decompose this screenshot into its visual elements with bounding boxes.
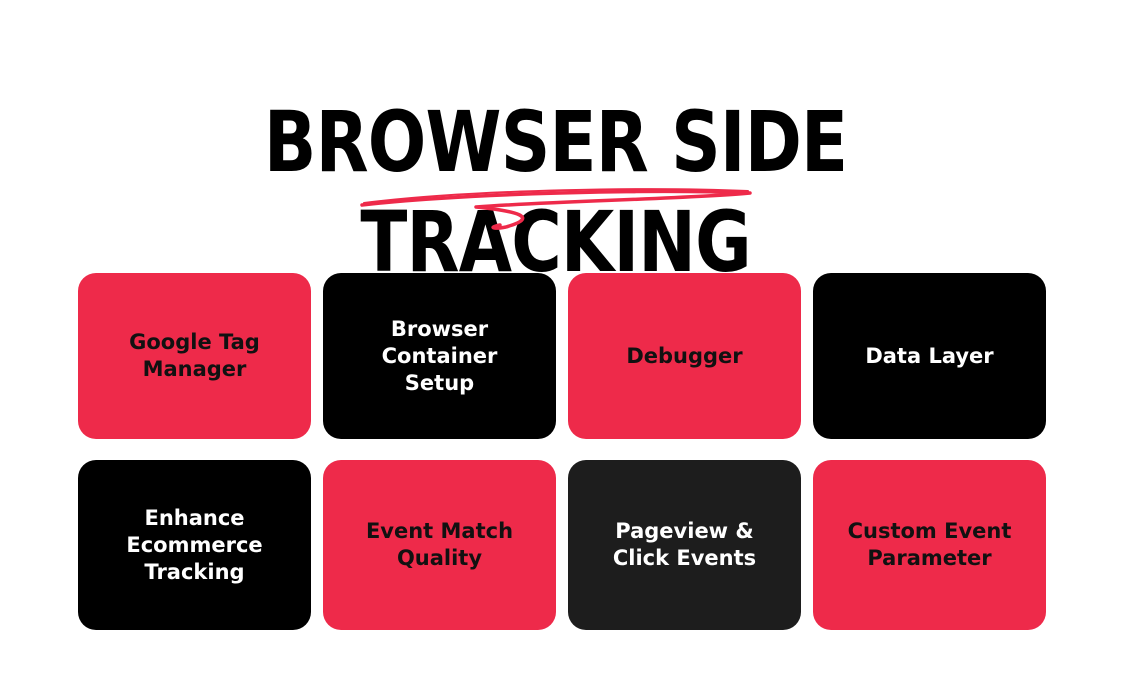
card-label: Google Tag Manager bbox=[129, 330, 260, 381]
feature-grid: Google Tag Manager Browser Container Set… bbox=[78, 273, 1046, 630]
card-custom-event-parameter: Custom Event Parameter bbox=[813, 460, 1046, 630]
card-label: Browser Container Setup bbox=[381, 316, 498, 395]
card-label: Debugger bbox=[626, 343, 743, 368]
card-enhance-ecommerce-tracking: Enhance Ecommerce Tracking bbox=[78, 460, 311, 630]
page-title: BROWSER SIDE TRACKING bbox=[263, 93, 848, 291]
card-debugger: Debugger bbox=[568, 273, 801, 439]
card-event-match-quality: Event Match Quality bbox=[323, 460, 556, 630]
card-label: Custom Event Parameter bbox=[847, 519, 1012, 570]
card-data-layer: Data Layer bbox=[813, 273, 1046, 439]
card-pageview-click-events: Pageview & Click Events bbox=[568, 460, 801, 630]
card-google-tag-manager: Google Tag Manager bbox=[78, 273, 311, 439]
card-label: Enhance Ecommerce Tracking bbox=[126, 505, 263, 584]
card-label: Data Layer bbox=[865, 343, 994, 368]
card-label: Event Match Quality bbox=[365, 519, 514, 570]
card-label: Pageview & Click Events bbox=[612, 519, 757, 570]
card-browser-container-setup: Browser Container Setup bbox=[323, 273, 556, 439]
underline-swoosh bbox=[360, 188, 752, 230]
